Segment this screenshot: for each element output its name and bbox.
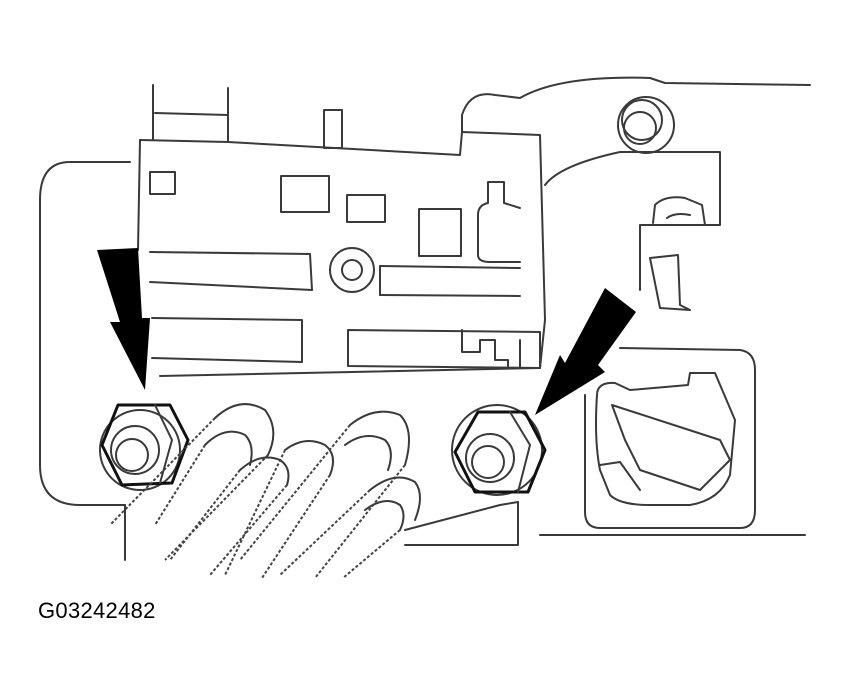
top-mounting-tabs	[152, 84, 343, 149]
outer-housing	[39, 161, 131, 506]
round-connector	[539, 347, 806, 536]
module-body	[137, 131, 546, 377]
left-hex-nut	[99, 403, 190, 491]
right-hex-nut	[451, 404, 547, 496]
right-bracket	[461, 76, 811, 311]
right-nut-arrow	[535, 288, 636, 415]
figure-caption: G03242482	[38, 598, 156, 623]
brake-tubes	[109, 403, 519, 579]
left-nut-arrow	[97, 248, 150, 390]
